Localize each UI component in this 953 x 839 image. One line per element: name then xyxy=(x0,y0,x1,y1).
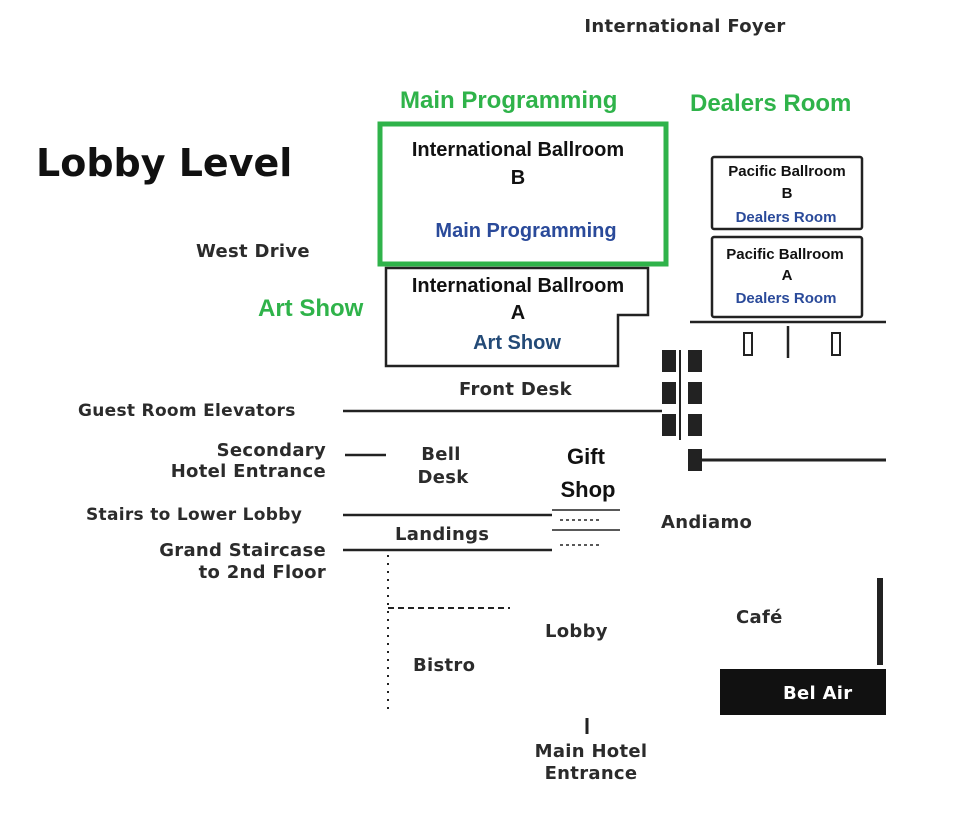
bel-air-label: Bel Air xyxy=(783,683,853,704)
gift-shop-label-2: Shop xyxy=(560,477,616,502)
lobby-label: Lobby xyxy=(545,621,608,642)
intl-ballroom-a-use: Art Show xyxy=(473,332,561,354)
west-drive-label: West Drive xyxy=(196,241,310,262)
secondary-entrance-label-2: Hotel Entrance xyxy=(170,461,326,482)
intl-ballroom-a-outline xyxy=(384,266,650,368)
pacific-ballroom-a-use: Dealers Room xyxy=(735,290,837,307)
stairs-lower-lobby-label: Stairs to Lower Lobby xyxy=(86,505,303,525)
gift-shop-label-1: Gift xyxy=(567,444,605,469)
international-foyer-label: International Foyer xyxy=(584,16,786,37)
pacific-ballroom-b-letter: B xyxy=(781,185,793,202)
elevator-block xyxy=(662,350,702,471)
pacific-ballroom-b-use: Dealers Room xyxy=(735,209,837,226)
pacific-ballroom-b-outline xyxy=(710,155,864,231)
intl-ballroom-b-outline xyxy=(377,121,669,267)
bistro-label: Bistro xyxy=(413,655,476,676)
intl-ballroom-b-letter: B xyxy=(510,167,526,189)
bell-desk-label-2: Desk xyxy=(417,467,469,488)
grand-staircase-label-2: to 2nd Floor xyxy=(198,562,326,583)
grand-staircase-label-1: Grand Staircase xyxy=(159,540,326,561)
pacific-ballroom-a-outline xyxy=(710,235,864,319)
intl-ballroom-a-name: International Ballroom xyxy=(411,275,625,297)
front-desk-label: Front Desk xyxy=(459,379,572,400)
pacific-ballroom-b-name: Pacific Ballroom xyxy=(728,163,846,180)
secondary-entrance-label-1: Secondary xyxy=(216,440,326,461)
intl-ballroom-a-letter: A xyxy=(510,302,526,324)
main-entrance-label-2: Entrance xyxy=(544,763,638,784)
intl-ballroom-b-use: Main Programming xyxy=(435,220,617,242)
main-programming-heading: Main Programming xyxy=(400,87,618,114)
pacific-ballroom-a-letter: A xyxy=(781,267,793,284)
cafe-label: Café xyxy=(736,607,783,628)
andiamo-label: Andiamo xyxy=(661,512,753,533)
art-show-heading: Art Show xyxy=(258,295,364,322)
guest-room-elevators-label: Guest Room Elevators xyxy=(78,401,296,421)
bell-desk-label-1: Bell xyxy=(421,444,461,465)
dealers-room-heading: Dealers Room xyxy=(690,90,852,117)
pacific-ballroom-a-name: Pacific Ballroom xyxy=(726,246,844,263)
landings-label: Landings xyxy=(395,524,490,545)
main-entrance-label-1: Main Hotel xyxy=(534,741,648,762)
map-title: Lobby Level xyxy=(36,141,293,185)
bel-air-block xyxy=(720,669,886,715)
intl-ballroom-b-name: International Ballroom xyxy=(411,139,625,161)
